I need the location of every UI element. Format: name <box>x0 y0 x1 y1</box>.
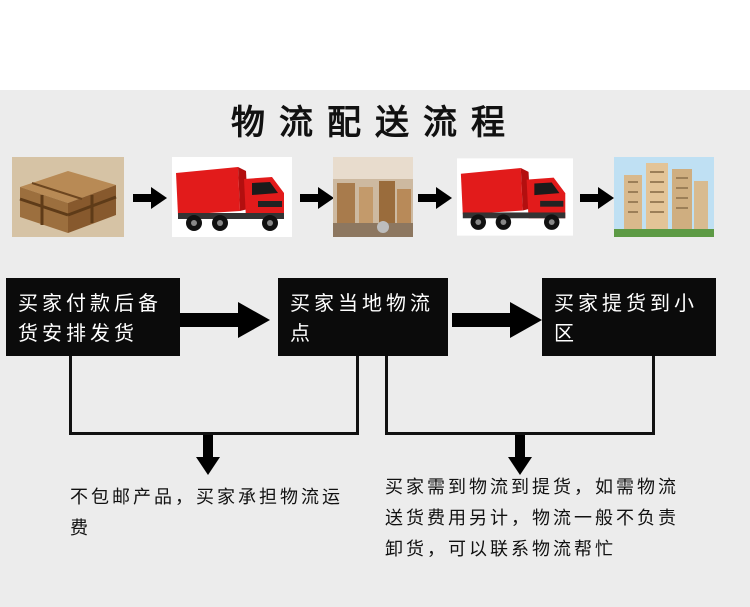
arrow-right-icon <box>133 187 167 209</box>
arrow-down-icon <box>196 435 220 475</box>
arrow-right-icon <box>418 187 452 209</box>
connector-line <box>652 356 655 434</box>
connector-line <box>69 356 72 434</box>
note-pickup: 买家需到物流到提货，如需物流送货费用另计，物流一般不负责卸货，可以联系物流帮忙 <box>385 477 679 560</box>
connector-line <box>385 432 655 435</box>
connector-line <box>356 356 359 434</box>
arrow-right-icon <box>300 187 334 209</box>
diagram-title: 物流配送流程 <box>231 103 519 143</box>
red-truck-icon <box>172 157 292 237</box>
wooden-crate-icon <box>12 157 124 237</box>
note-shipping-cost: 不包邮产品，买家承担物流运费 <box>70 487 343 539</box>
warehouse-icon <box>333 157 413 237</box>
arrow-right-icon <box>452 302 542 338</box>
step-2-box: 买家当地物流点 <box>278 278 448 356</box>
red-truck-icon <box>457 157 573 237</box>
step-1-box: 买家付款后备货安排发货 <box>6 278 180 356</box>
step-3-box: 买家提货到小区 <box>542 278 716 356</box>
arrow-right-icon <box>180 302 270 338</box>
connector-line <box>385 356 388 434</box>
connector-line <box>69 432 359 435</box>
building-icon <box>614 157 714 237</box>
arrow-down-icon <box>508 435 532 475</box>
arrow-right-icon <box>580 187 614 209</box>
